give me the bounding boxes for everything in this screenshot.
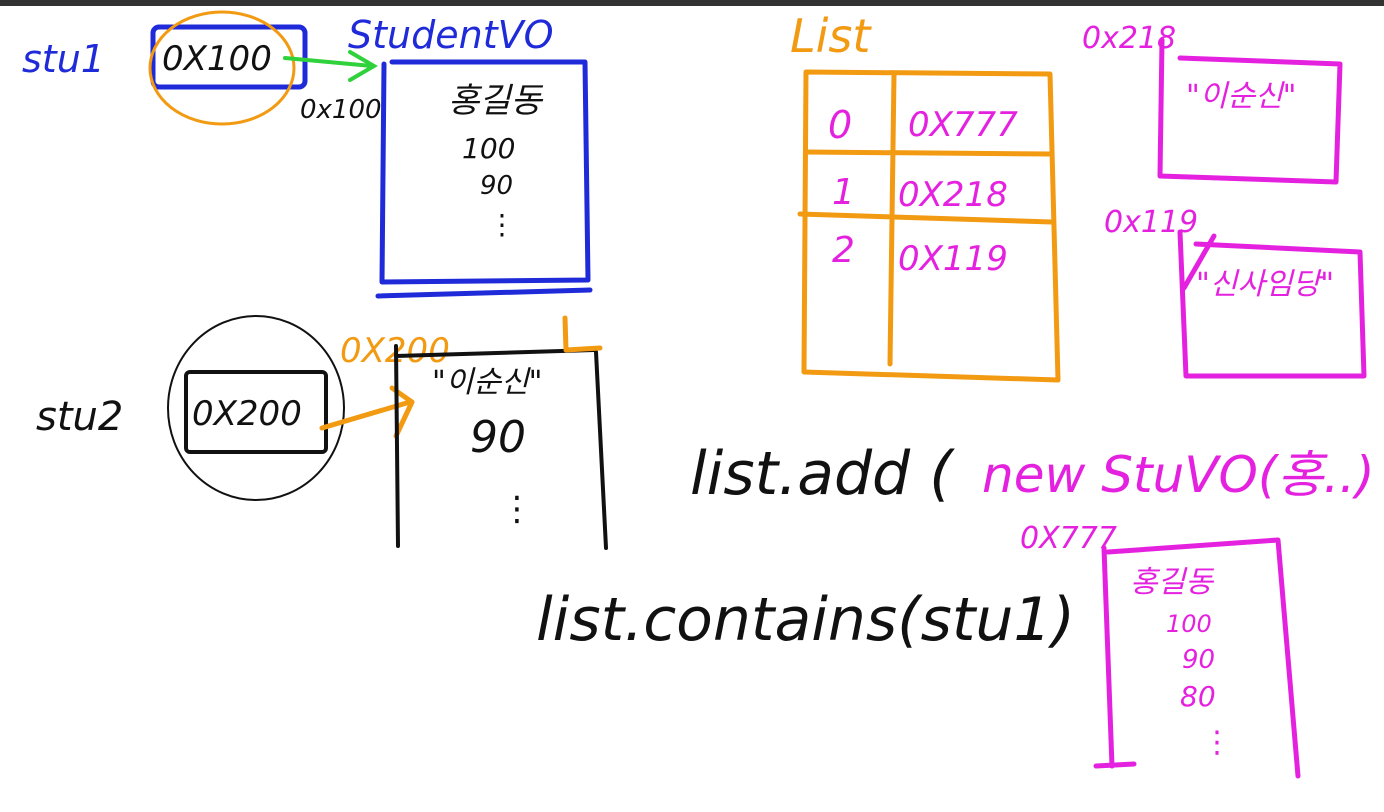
list-table-row-divider-2	[797, 211, 1055, 225]
student-vo-1-field-score1: 100	[462, 132, 515, 165]
list-row-2-index: 2	[832, 230, 855, 271]
stu2-ref-box	[184, 370, 328, 454]
list-row-1-ref: 0X218	[898, 175, 1008, 215]
stu1-ref-box	[150, 24, 308, 90]
obj-777-field-score1: 100	[1166, 610, 1212, 638]
list-table-border	[801, 69, 1061, 383]
stu1-pointer-arrowhead	[348, 50, 378, 82]
student-vo-1-address: 0x100	[300, 95, 382, 125]
list-row-0-ref: 0X777	[908, 105, 1018, 145]
obj-119-content: "신사임당"	[1196, 267, 1334, 302]
student-vo-type-label: StudentVO	[348, 13, 554, 57]
obj-218-content: "이순신"	[1186, 79, 1296, 114]
stu1-pointer-arrow	[283, 56, 374, 68]
obj-777-field-more: ⋮	[1202, 725, 1232, 760]
student-vo-2-right-edge	[594, 350, 608, 550]
student-vo-1-underline	[375, 287, 593, 299]
obj-119-address: 0x119	[1104, 205, 1198, 240]
obj-119-corner-stroke	[1181, 233, 1217, 291]
list-title: List	[790, 9, 872, 63]
obj-119-box	[1177, 229, 1367, 379]
obj-777-field-score2: 90	[1182, 645, 1215, 675]
obj-777-top-right-edge	[1105, 537, 1301, 779]
list-row-1-index: 1	[832, 172, 855, 213]
student-vo-2-top-edge	[394, 348, 596, 358]
student-vo-1-field-score2: 90	[480, 171, 513, 201]
stu1-highlight-circle	[148, 10, 296, 126]
obj-777-field-name: 홍길동	[1130, 565, 1214, 600]
student-vo-1-box	[379, 59, 591, 285]
obj-218-box	[1157, 37, 1343, 185]
stu2-highlight-circle	[167, 315, 345, 501]
code-add-prefix: list.add (	[690, 439, 955, 509]
student-vo-2-field-score: 90	[470, 412, 526, 463]
obj-777-left-edge	[1101, 545, 1115, 769]
stu2-pointer-arrowhead	[389, 385, 415, 439]
student-vo-2-field-more: ⋮	[500, 489, 534, 529]
code-contains: list.contains(stu1)	[536, 585, 1075, 655]
stu1-ref-value: 0X100	[162, 39, 272, 79]
list-table-row-divider-1	[803, 149, 1053, 157]
window-top-bar	[0, 0, 1384, 6]
code-add-argument: new StuVO(홍..)	[982, 446, 1375, 504]
student-vo-1-field-more: ⋮	[488, 208, 516, 241]
obj-777-field-score3: 80	[1180, 680, 1216, 713]
stu2-label: stu2	[36, 394, 123, 440]
student-vo-1-field-name: 홍길동	[448, 81, 544, 121]
student-vo-2-left-edge	[394, 344, 400, 548]
stu2-ref-value: 0X200	[192, 394, 302, 434]
student-vo-2-field-name: "이순신"	[432, 365, 542, 400]
list-row-0-index: 0	[828, 103, 852, 147]
stu1-label: stu1	[22, 37, 105, 81]
list-row-2-ref: 0X119	[898, 239, 1008, 279]
student-vo-2-corner-mark	[562, 315, 603, 353]
obj-777-address: 0X777	[1020, 521, 1117, 556]
obj-777-bottom-tick	[1093, 761, 1137, 769]
